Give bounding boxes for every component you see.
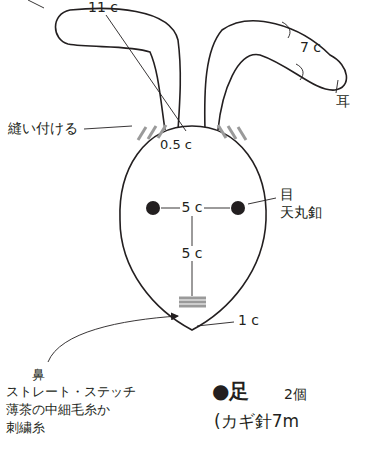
- dimension-label: 0.5 c: [160, 138, 192, 152]
- nose-stitch: [179, 305, 206, 308]
- leader-line: [28, 0, 44, 8]
- measure-arc: [296, 64, 303, 80]
- dimension-label: 5 c: [180, 200, 203, 215]
- left-ear: [56, 8, 181, 130]
- nose-stitch: [179, 301, 206, 304]
- right-ear: [205, 21, 347, 130]
- note-label: 縫い付ける: [8, 121, 78, 136]
- measure-arc: [282, 22, 290, 38]
- stitch-mark: [158, 125, 166, 138]
- leader-line: [106, 15, 186, 131]
- stitch-mark: [228, 126, 236, 139]
- part-name: 鼻: [32, 368, 45, 382]
- leader-line: [336, 80, 338, 93]
- count-label: 2個: [284, 387, 307, 402]
- section-heading: ●足: [212, 380, 249, 402]
- nose-leader: [48, 316, 178, 362]
- material-label: 天丸釦: [280, 205, 322, 220]
- part-name: 耳: [336, 94, 350, 109]
- nose-stitch: [179, 297, 206, 300]
- dimension-label: 5 c: [180, 246, 203, 261]
- head-outline: [120, 126, 266, 330]
- note-label: 刺繍糸: [6, 421, 45, 435]
- dimension-label: 7 c: [300, 40, 321, 55]
- dimension-label: 1 c: [238, 313, 259, 328]
- part-name: 目: [280, 187, 294, 202]
- stitch-mark: [138, 127, 146, 140]
- stitch-mark: [218, 125, 226, 138]
- note-label: ストレート・ステッチ: [6, 385, 136, 399]
- eye-button: [231, 201, 245, 215]
- dimension-label: 11 c: [88, 0, 118, 15]
- note-label: 薄茶の中細毛糸か: [6, 403, 110, 417]
- leader-line: [248, 198, 276, 204]
- eye-button: [146, 201, 160, 215]
- leader-line: [197, 322, 234, 326]
- leader-line: [84, 126, 132, 129]
- stitch-mark: [238, 127, 246, 140]
- note-label: (カギ針7m: [214, 412, 299, 431]
- stitch-mark: [148, 126, 156, 139]
